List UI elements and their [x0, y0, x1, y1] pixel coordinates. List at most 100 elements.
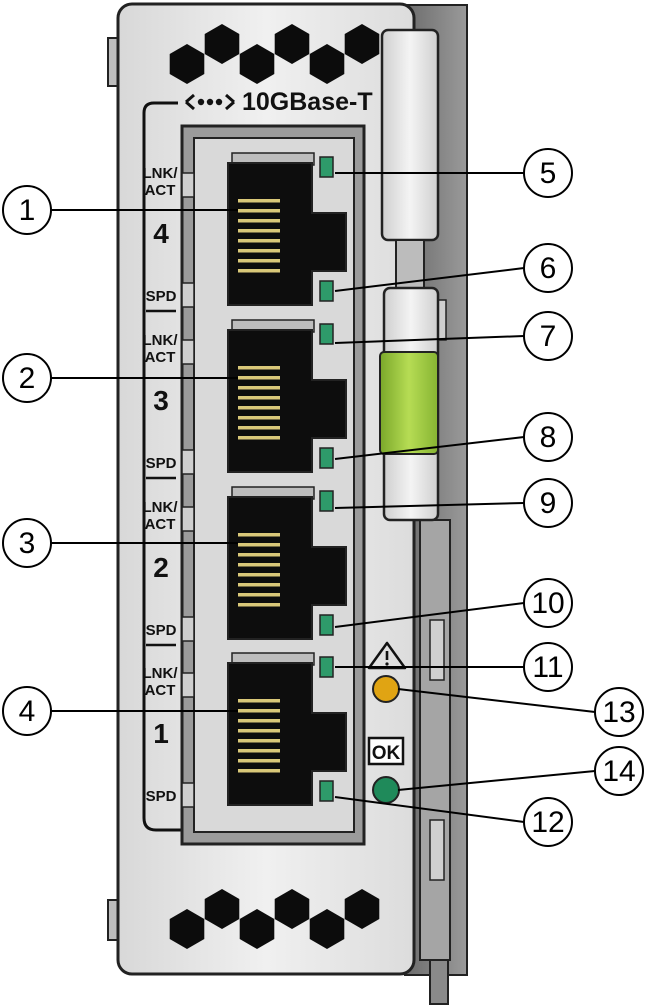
fault-led — [372, 675, 400, 703]
cage-clip — [181, 282, 195, 308]
callout-circle — [523, 412, 573, 462]
callout-6: 6 — [334, 243, 573, 293]
port-contact — [238, 436, 280, 440]
cage-clip — [181, 449, 195, 475]
ports — [181, 152, 347, 808]
port-contact — [238, 739, 280, 743]
callout-circle — [2, 686, 52, 736]
callout-10: 10 — [334, 578, 573, 628]
vent-hole — [169, 44, 205, 84]
callout-number: 1 — [19, 194, 36, 227]
callout-1: 1 — [2, 185, 238, 235]
vent-hole — [309, 44, 345, 84]
vent-grille-bottom — [169, 889, 380, 949]
callout-number: 8 — [540, 421, 557, 454]
callout-4: 4 — [2, 686, 238, 736]
callout-circle — [523, 148, 573, 198]
port-number: 1 — [153, 718, 169, 749]
callout-number: 12 — [531, 806, 564, 839]
port-contact — [238, 249, 280, 253]
callout-number: 7 — [540, 320, 557, 353]
rj45-port-1[interactable] — [227, 652, 347, 806]
port-contact — [238, 533, 280, 537]
lnk-act-label-line2: ACT — [145, 682, 176, 699]
callout-3: 3 — [2, 518, 238, 568]
link-activity-led — [319, 656, 334, 678]
speed-led — [319, 614, 334, 636]
status-panel: OK — [367, 641, 407, 804]
header: 10GBase-T — [185, 88, 373, 116]
ethernet-ports-icon — [185, 93, 235, 111]
callout-number: 9 — [540, 487, 557, 520]
callout-leader — [334, 502, 525, 509]
callout-12: 12 — [334, 796, 573, 847]
port-contact — [238, 543, 280, 547]
cage-clip — [181, 339, 195, 365]
rj45-port-2[interactable] — [227, 486, 347, 640]
lnk-act-label-line1: LNK/ — [143, 665, 179, 682]
vent-grille-top — [169, 24, 380, 84]
lnk-act-label-line2: ACT — [145, 516, 176, 533]
callout-number: 13 — [602, 696, 635, 729]
callout-circle — [2, 518, 52, 568]
callout-circle — [523, 478, 573, 528]
callout-number: 14 — [602, 755, 635, 788]
port-contact — [238, 593, 280, 597]
port-contact — [238, 366, 280, 370]
callout-11: 11 — [335, 642, 573, 692]
vent-hole — [204, 24, 240, 64]
port-contact — [238, 376, 280, 380]
port-contact — [238, 199, 280, 203]
callout-number: 2 — [19, 362, 36, 395]
callout-5: 5 — [335, 148, 573, 198]
port-contact — [238, 386, 280, 390]
port-number: 4 — [153, 218, 169, 249]
callout-circle — [594, 746, 644, 796]
vent-hole — [169, 909, 205, 949]
callout-leader — [334, 796, 525, 823]
port-number: 2 — [153, 552, 169, 583]
ok-label: OK — [372, 743, 401, 764]
port-number: 3 — [153, 385, 169, 416]
port-contact — [238, 583, 280, 587]
port-contact — [238, 406, 280, 410]
callout-9: 9 — [334, 478, 573, 528]
link-activity-led — [319, 323, 334, 345]
port-contact — [238, 759, 280, 763]
rj45-port-4[interactable] — [227, 152, 347, 306]
callout-circle — [523, 642, 573, 692]
callout-circle — [523, 311, 573, 361]
port-contact — [238, 729, 280, 733]
cage-clip — [181, 616, 195, 642]
cage-clip — [181, 172, 195, 198]
lnk-act-label-line2: ACT — [145, 182, 176, 199]
port-group-bracket — [142, 101, 182, 832]
ejector-handle[interactable] — [379, 28, 440, 522]
port-contact — [238, 396, 280, 400]
callout-circle — [2, 353, 52, 403]
release-latch[interactable] — [379, 351, 439, 455]
callout-leader — [334, 436, 525, 460]
vent-hole — [239, 44, 275, 84]
port-contact — [238, 573, 280, 577]
vent-hole — [274, 24, 310, 64]
vent-hole — [309, 909, 345, 949]
callout-leader — [334, 267, 525, 292]
rj45-port-3[interactable] — [227, 319, 347, 473]
callout-number: 6 — [540, 252, 557, 285]
vent-hole — [204, 889, 240, 929]
port-contact — [238, 553, 280, 557]
port-contact — [238, 719, 280, 723]
vent-hole — [274, 889, 310, 929]
port-contact — [238, 239, 280, 243]
speed-led — [319, 780, 334, 802]
spd-label: SPD — [146, 622, 177, 639]
callout-leader — [397, 688, 596, 713]
callout-circle — [523, 243, 573, 293]
callout-circle — [523, 578, 573, 628]
header-title: 10GBase-T — [242, 88, 373, 116]
callout-circle — [594, 687, 644, 737]
port-contact — [238, 416, 280, 420]
callout-number: 4 — [19, 695, 36, 728]
cage-clip — [181, 672, 195, 698]
